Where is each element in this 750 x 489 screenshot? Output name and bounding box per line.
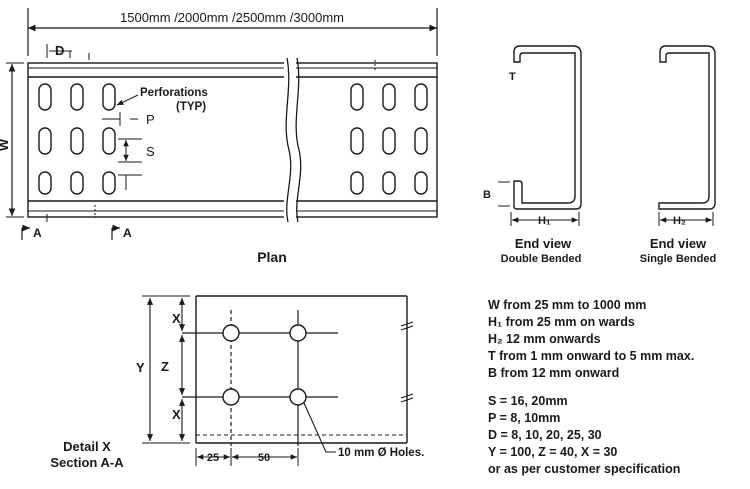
plan-caption: Plan [257,249,287,265]
dim-25-label: 25 [207,452,219,464]
w-label: W [0,138,11,151]
spec-s: S = 16, 20mm [488,394,568,408]
length-options-label: 1500mm /2000mm /2500mm /3000mm [120,10,344,25]
spec-ranges-block: W from 25 mm to 1000 mm H₁ from 25 mm on… [488,297,694,382]
spec-w: W from 25 mm to 1000 mm [488,298,647,312]
end-view-double-subtitle: Double Bended [501,253,582,265]
end-view-single-title: End view [650,236,707,251]
plan-tray-outline [27,62,438,218]
end-view-single-bended [658,45,716,226]
section-a-left-label: A [33,226,42,240]
end-view-double-title: End view [515,236,572,251]
section-marker-left [21,224,30,240]
spec-h2: H₂ 12 mm onwards [488,332,601,346]
h2-label: H₂ [673,215,686,227]
end-view-single-subtitle: Single Bended [640,253,716,265]
spec-d: D = 8, 10, 20, 25, 30 [488,428,602,442]
perforation-slots-left [38,83,116,195]
y-label: Y [136,360,145,375]
typ-label: (TYP) [176,101,206,113]
plan-view [6,8,438,240]
holes-label: 10 mm Ø Holes. [338,447,424,459]
spec-b: B from 12 mm onward [488,366,620,380]
perforations-label: Perforations [140,87,208,99]
section-a-right-label: A [123,226,132,240]
d-label: D [55,43,64,58]
spec-yzx: Y = 100, Z = 40, X = 30 [488,445,618,459]
hole-top-left [222,324,240,342]
spec-t: T from 1 mm onward to 5 mm max. [488,349,695,363]
spec-sizes-block: S = 16, 20mm P = 8, 10mm D = 8, 10, 20, … [488,393,680,478]
hole-bottom-left [222,388,240,406]
plan-break-marks [284,57,302,223]
x-label-top: X [172,311,181,326]
spec-custom: or as per customer specification [488,462,681,476]
section-aa-subtitle: Section A-A [50,455,124,470]
x-label-bottom: X [172,407,181,422]
section-marker-right [111,224,120,240]
t-label: T [509,71,516,83]
b-label: B [483,189,491,201]
dim-50-label: 50 [258,452,270,464]
perforation-slots-right [350,83,428,195]
spec-p: P = 8, 10mm [488,411,561,425]
detail-x-title: Detail X [63,439,111,454]
hole-top-right [289,324,307,342]
detail-x-view [142,295,414,466]
s-label: S [146,144,155,159]
p-label: P [146,112,155,127]
z-label: Z [161,359,169,374]
hole-bottom-right [289,388,307,406]
h1-label: H₁ [538,215,551,227]
end-view-double-bended [498,45,582,226]
spec-h1: H₁ from 25 mm on wards [488,315,635,329]
